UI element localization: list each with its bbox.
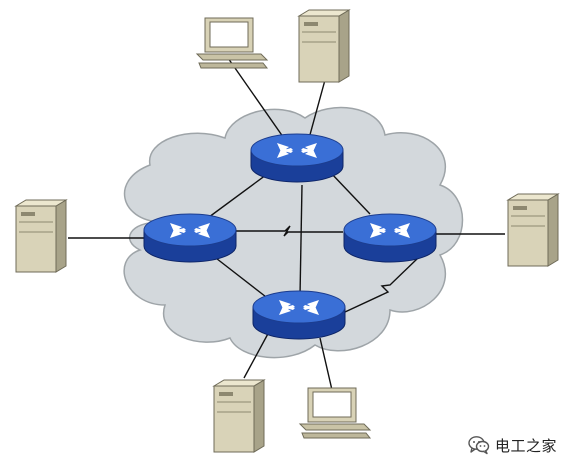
server-left bbox=[14, 199, 68, 273]
workstation-bottom bbox=[298, 387, 372, 439]
server-right bbox=[506, 193, 560, 267]
server-bottom bbox=[212, 379, 266, 453]
link-router-server-top bbox=[307, 79, 326, 143]
router-right bbox=[343, 213, 437, 263]
links bbox=[68, 57, 505, 391]
link-left-bottom bbox=[211, 254, 271, 301]
wechat-icon bbox=[468, 436, 490, 455]
link-top-bottom bbox=[299, 184, 303, 297]
server-top bbox=[297, 9, 351, 83]
link-left-right bbox=[236, 225, 343, 237]
link-top-left bbox=[204, 171, 271, 221]
router-left bbox=[143, 213, 237, 263]
link-top-right bbox=[329, 171, 371, 215]
link-router-workstation-top bbox=[227, 57, 289, 145]
watermark-text: 电工之家 bbox=[495, 436, 558, 455]
router-top bbox=[250, 133, 344, 183]
watermark: 电工之家 bbox=[468, 432, 557, 458]
link-router-server-bottom bbox=[243, 329, 271, 379]
link-router-workstation-bottom bbox=[319, 337, 333, 391]
router-bottom bbox=[252, 290, 346, 340]
link-right-bottom bbox=[344, 257, 419, 313]
workstation-top bbox=[195, 17, 269, 69]
